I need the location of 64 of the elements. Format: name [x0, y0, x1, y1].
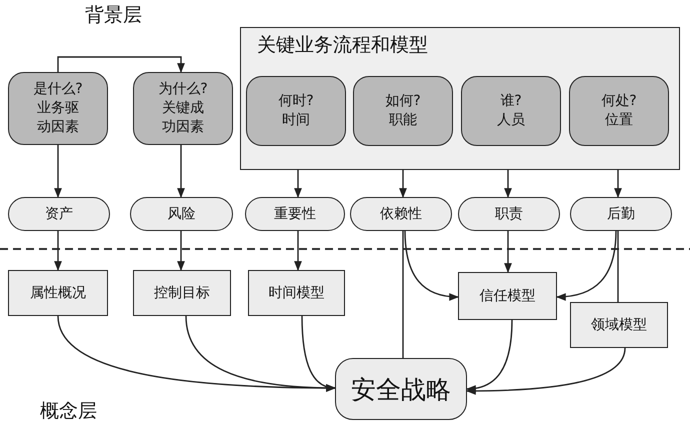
- concept-pill: [8, 197, 110, 231]
- concept-pill: [130, 197, 233, 231]
- arrow: [177, 145, 185, 198]
- arrow: [54, 145, 62, 198]
- arrow: [57, 56, 185, 73]
- question-text: 是什么?: [33, 80, 83, 100]
- question-text: 谁?: [500, 92, 522, 111]
- model-box: [458, 272, 557, 320]
- arrow: [504, 170, 512, 198]
- model-box: [133, 270, 231, 316]
- question-box: [8, 72, 108, 145]
- question-text: 何时?: [278, 92, 314, 111]
- layer-label: 概念层: [40, 399, 97, 424]
- node-label: 资产: [45, 205, 73, 223]
- arrow: [294, 231, 302, 271]
- arrow: [404, 230, 459, 300]
- arrow: [177, 231, 185, 271]
- answer-text: 位置: [604, 111, 634, 130]
- concept-pill: [570, 197, 672, 231]
- model-box: [570, 302, 668, 348]
- answer-text: 职能: [388, 111, 418, 130]
- arrow: [504, 231, 512, 273]
- answer-text: 关键成功因素: [162, 99, 204, 137]
- answer-text: 时间: [281, 111, 311, 130]
- node-label: 领域模型: [591, 316, 647, 334]
- arrow: [294, 170, 302, 198]
- connector-line: [402, 231, 404, 358]
- concept-pill: [458, 197, 560, 231]
- node-label: 时间模型: [268, 284, 324, 302]
- question-box: [569, 76, 669, 146]
- node-label: 风险: [168, 205, 196, 223]
- arrow: [301, 316, 336, 392]
- model-box: [8, 270, 108, 316]
- node-label: 依赖性: [380, 205, 422, 223]
- strategy-box: [335, 358, 467, 420]
- group-heading: 关键业务流程和模型: [257, 33, 428, 58]
- process-group-panel: [240, 27, 680, 170]
- arrow: [614, 170, 622, 198]
- model-box: [248, 270, 345, 316]
- question-text: 为什么?: [158, 80, 208, 100]
- node-label: 重要性: [274, 205, 316, 223]
- arrow: [399, 170, 407, 198]
- node-label: 信任模型: [480, 287, 536, 305]
- node-label: 职责: [495, 205, 523, 223]
- arrow: [556, 230, 617, 301]
- connector-line: [617, 231, 619, 302]
- arrow: [54, 231, 62, 271]
- question-text: 何处?: [601, 92, 637, 111]
- question-box: [353, 76, 453, 146]
- node-label: 控制目标: [154, 284, 210, 302]
- question-box: [461, 76, 561, 146]
- layer-label: 背景层: [85, 3, 142, 28]
- answer-text: 业务驱动因素: [37, 99, 79, 137]
- concept-pill: [245, 197, 345, 231]
- question-box: [246, 76, 346, 146]
- question-text: 如何?: [385, 92, 421, 111]
- concept-pill: [350, 197, 452, 231]
- question-box: [133, 72, 233, 145]
- arrow: [466, 320, 513, 392]
- node-label: 属性概况: [30, 284, 86, 302]
- arrow: [466, 348, 626, 395]
- node-label: 安全战略: [351, 374, 451, 406]
- node-label: 后勤: [607, 205, 635, 223]
- answer-text: 人员: [496, 111, 526, 130]
